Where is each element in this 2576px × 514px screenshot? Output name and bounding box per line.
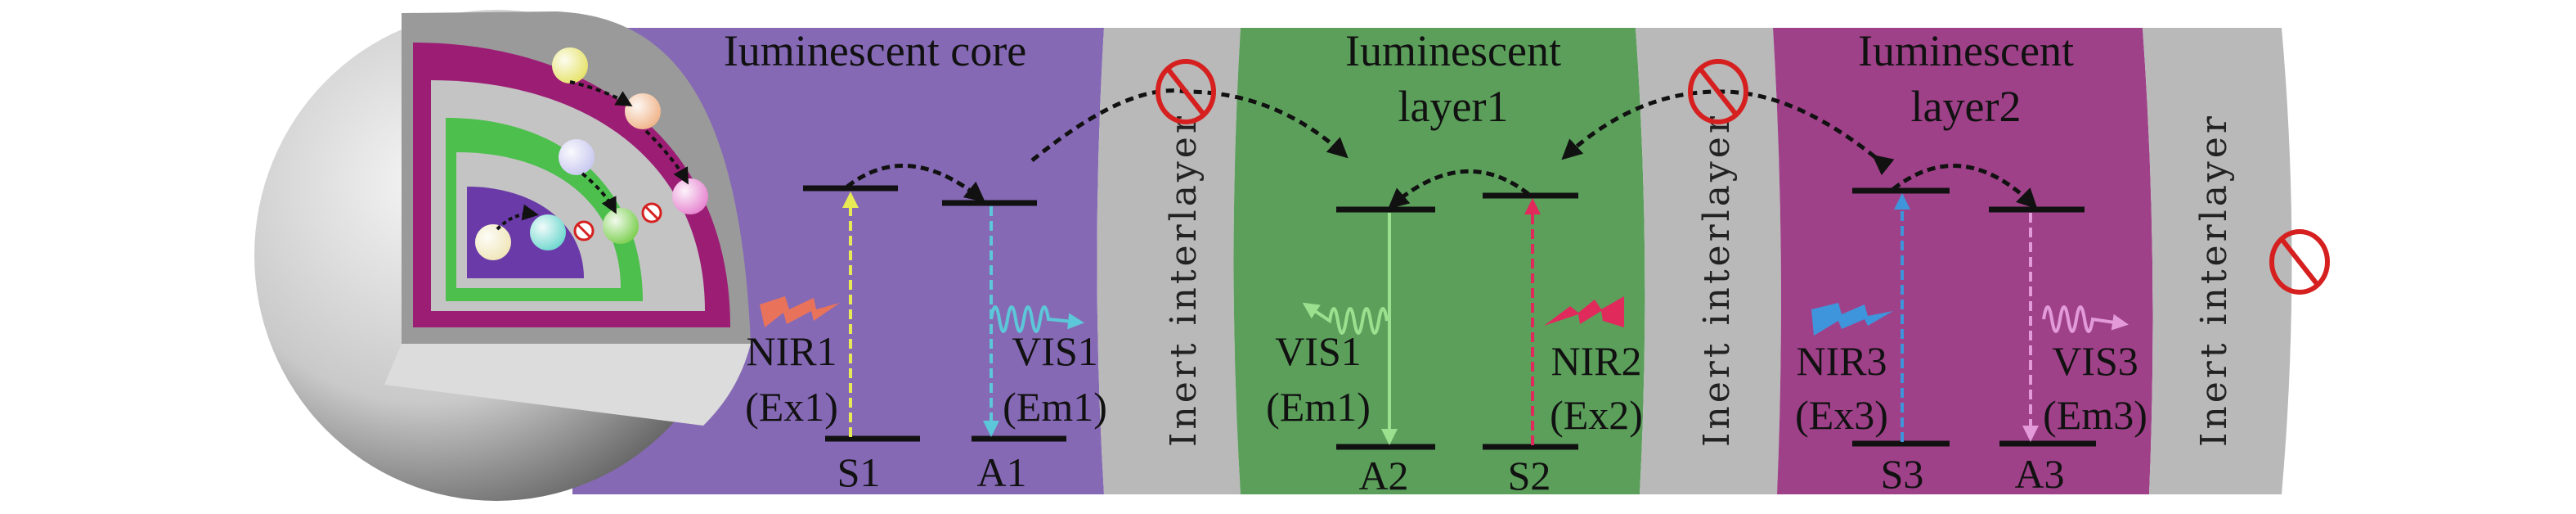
em3-label: (Em3) — [2043, 392, 2147, 438]
nanoparticle-sphere — [254, 10, 751, 501]
prohibited-icon — [2269, 229, 2330, 295]
energy-levels — [803, 185, 2096, 450]
prohibited-icon — [573, 220, 595, 241]
em1-layer1-label: (Em1) — [1266, 384, 1371, 430]
vis3-label: VIS3 — [2052, 338, 2138, 384]
layer1-title-line2: layer1 — [1398, 82, 1509, 131]
a1-label: A1 — [976, 449, 1026, 495]
a3-label: A3 — [2014, 451, 2064, 497]
nir2-label: NIR2 — [1551, 338, 1641, 384]
layer2-title-line1: Iuminescent — [1858, 26, 2074, 75]
ion-sphere — [475, 224, 511, 260]
interlayer3-label: Inert interlayer — [2193, 113, 2235, 447]
layer2-title-line2: layer2 — [1911, 82, 2022, 131]
ion-sphere — [672, 178, 708, 214]
energy-transfer-arrow — [846, 164, 985, 203]
wavy-emission-icon — [1302, 302, 1389, 335]
core-title: Iuminescent core — [724, 26, 1026, 75]
layer1-title-line1: Iuminescent — [1345, 26, 1561, 75]
ex3-label: (Ex3) — [1795, 392, 1888, 438]
energy-transfer-arrow — [1388, 169, 1530, 210]
ion-sphere — [530, 214, 566, 250]
interlayer2-label: Inert interlayer — [1696, 113, 1738, 447]
s3-label: S3 — [1881, 451, 1924, 497]
wavy-emission-icon — [2042, 305, 2129, 333]
ion-sphere — [625, 93, 661, 129]
s2-label: S2 — [1508, 453, 1551, 498]
vis1-layer1-label: VIS1 — [1275, 328, 1362, 374]
nir3-label: NIR3 — [1796, 338, 1887, 384]
a2-label: A2 — [1358, 453, 1408, 498]
wavy-emission-icon — [990, 305, 1084, 333]
ex1-label: (Ex1) — [745, 384, 838, 430]
prohibited-icon — [641, 202, 662, 223]
vis1-label: VIS1 — [1012, 328, 1098, 374]
s1-label: S1 — [837, 449, 881, 495]
ion-sphere — [552, 47, 588, 83]
lightning-icon — [760, 296, 840, 327]
prohibited-icon — [1688, 59, 1748, 124]
lightning-icon — [1811, 303, 1893, 336]
ion-sphere — [603, 208, 639, 244]
inert-interlayer-1-band — [1097, 28, 1241, 494]
nir1-label: NIR1 — [746, 328, 837, 374]
em1-label: (Em1) — [1003, 384, 1107, 430]
ion-sphere — [559, 139, 595, 175]
ex2-label: (Ex2) — [1550, 392, 1643, 438]
energy-transfer-arrow — [1892, 164, 2038, 210]
interlayer1-label: Inert interlayer — [1163, 113, 1205, 447]
inert-interlayer-3-band — [2143, 28, 2292, 494]
prohibited-icon — [1156, 59, 1216, 124]
lightning-icon — [1544, 296, 1624, 327]
